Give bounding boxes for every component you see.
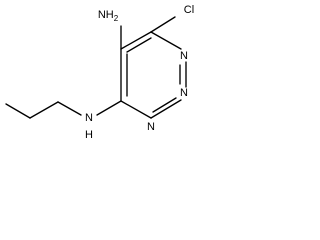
bond-cl-carbon-to-top-nitrogen <box>150 31 182 50</box>
bond-nh-to-propyl <box>57 101 82 116</box>
chemical-structure-diagram: Cl NH2 N N N N H <box>5 4 194 141</box>
ring-nitrogen-bottom-label: N <box>147 121 155 133</box>
bond-propyl-middle <box>29 101 59 119</box>
atom-labels: Cl NH2 N N N N H <box>85 4 194 141</box>
chloro-label: Cl <box>184 4 194 16</box>
ring-nitrogen-top-label: N <box>180 50 188 62</box>
bond-propyl-end <box>5 103 31 119</box>
ring-nitrogen-right-label: N <box>180 87 188 99</box>
bond-c4-to-nh <box>96 100 122 116</box>
bond-ch-to-bottom-nitrogen-double <box>150 99 182 119</box>
amino-label-main: NH <box>98 9 114 21</box>
amine-nitrogen-label: N <box>85 112 93 124</box>
amino-label: NH2 <box>98 9 119 23</box>
bond-c5-to-cl-carbon <box>120 31 152 50</box>
bond-chloro <box>150 16 176 33</box>
bond-lines <box>5 16 187 119</box>
bond-bottom-nitrogen-to-c4 <box>120 100 152 119</box>
amine-hydrogen-label: H <box>85 129 93 141</box>
bond-c5-to-cl-carbon-double <box>126 37 152 53</box>
amino-label-subscript: 2 <box>114 14 119 23</box>
bond-ch-to-bottom-nitrogen-inner-double <box>152 97 177 113</box>
